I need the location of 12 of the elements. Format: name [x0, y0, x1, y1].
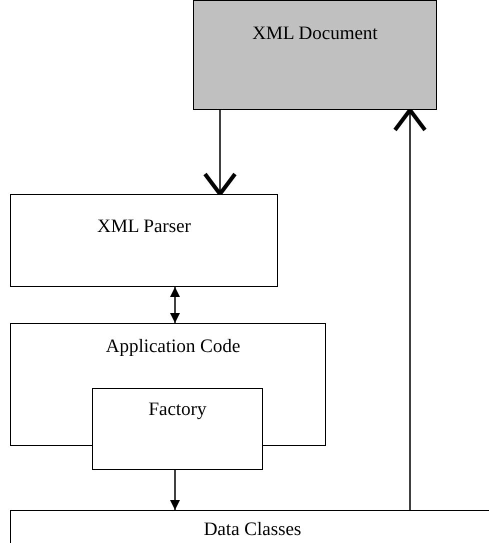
node-label: Factory	[147, 399, 208, 421]
node-label: Application Code	[104, 336, 242, 358]
node-label: XML Document	[251, 23, 379, 45]
node-label: XML Parser	[96, 216, 192, 238]
process-box	[10, 194, 278, 287]
process-box	[92, 388, 263, 470]
arrow	[170, 287, 180, 323]
arrow	[170, 470, 180, 510]
node-label: Data Classes	[202, 519, 302, 541]
arrow	[393, 108, 427, 510]
arrow	[203, 110, 237, 196]
document-box	[193, 0, 437, 110]
